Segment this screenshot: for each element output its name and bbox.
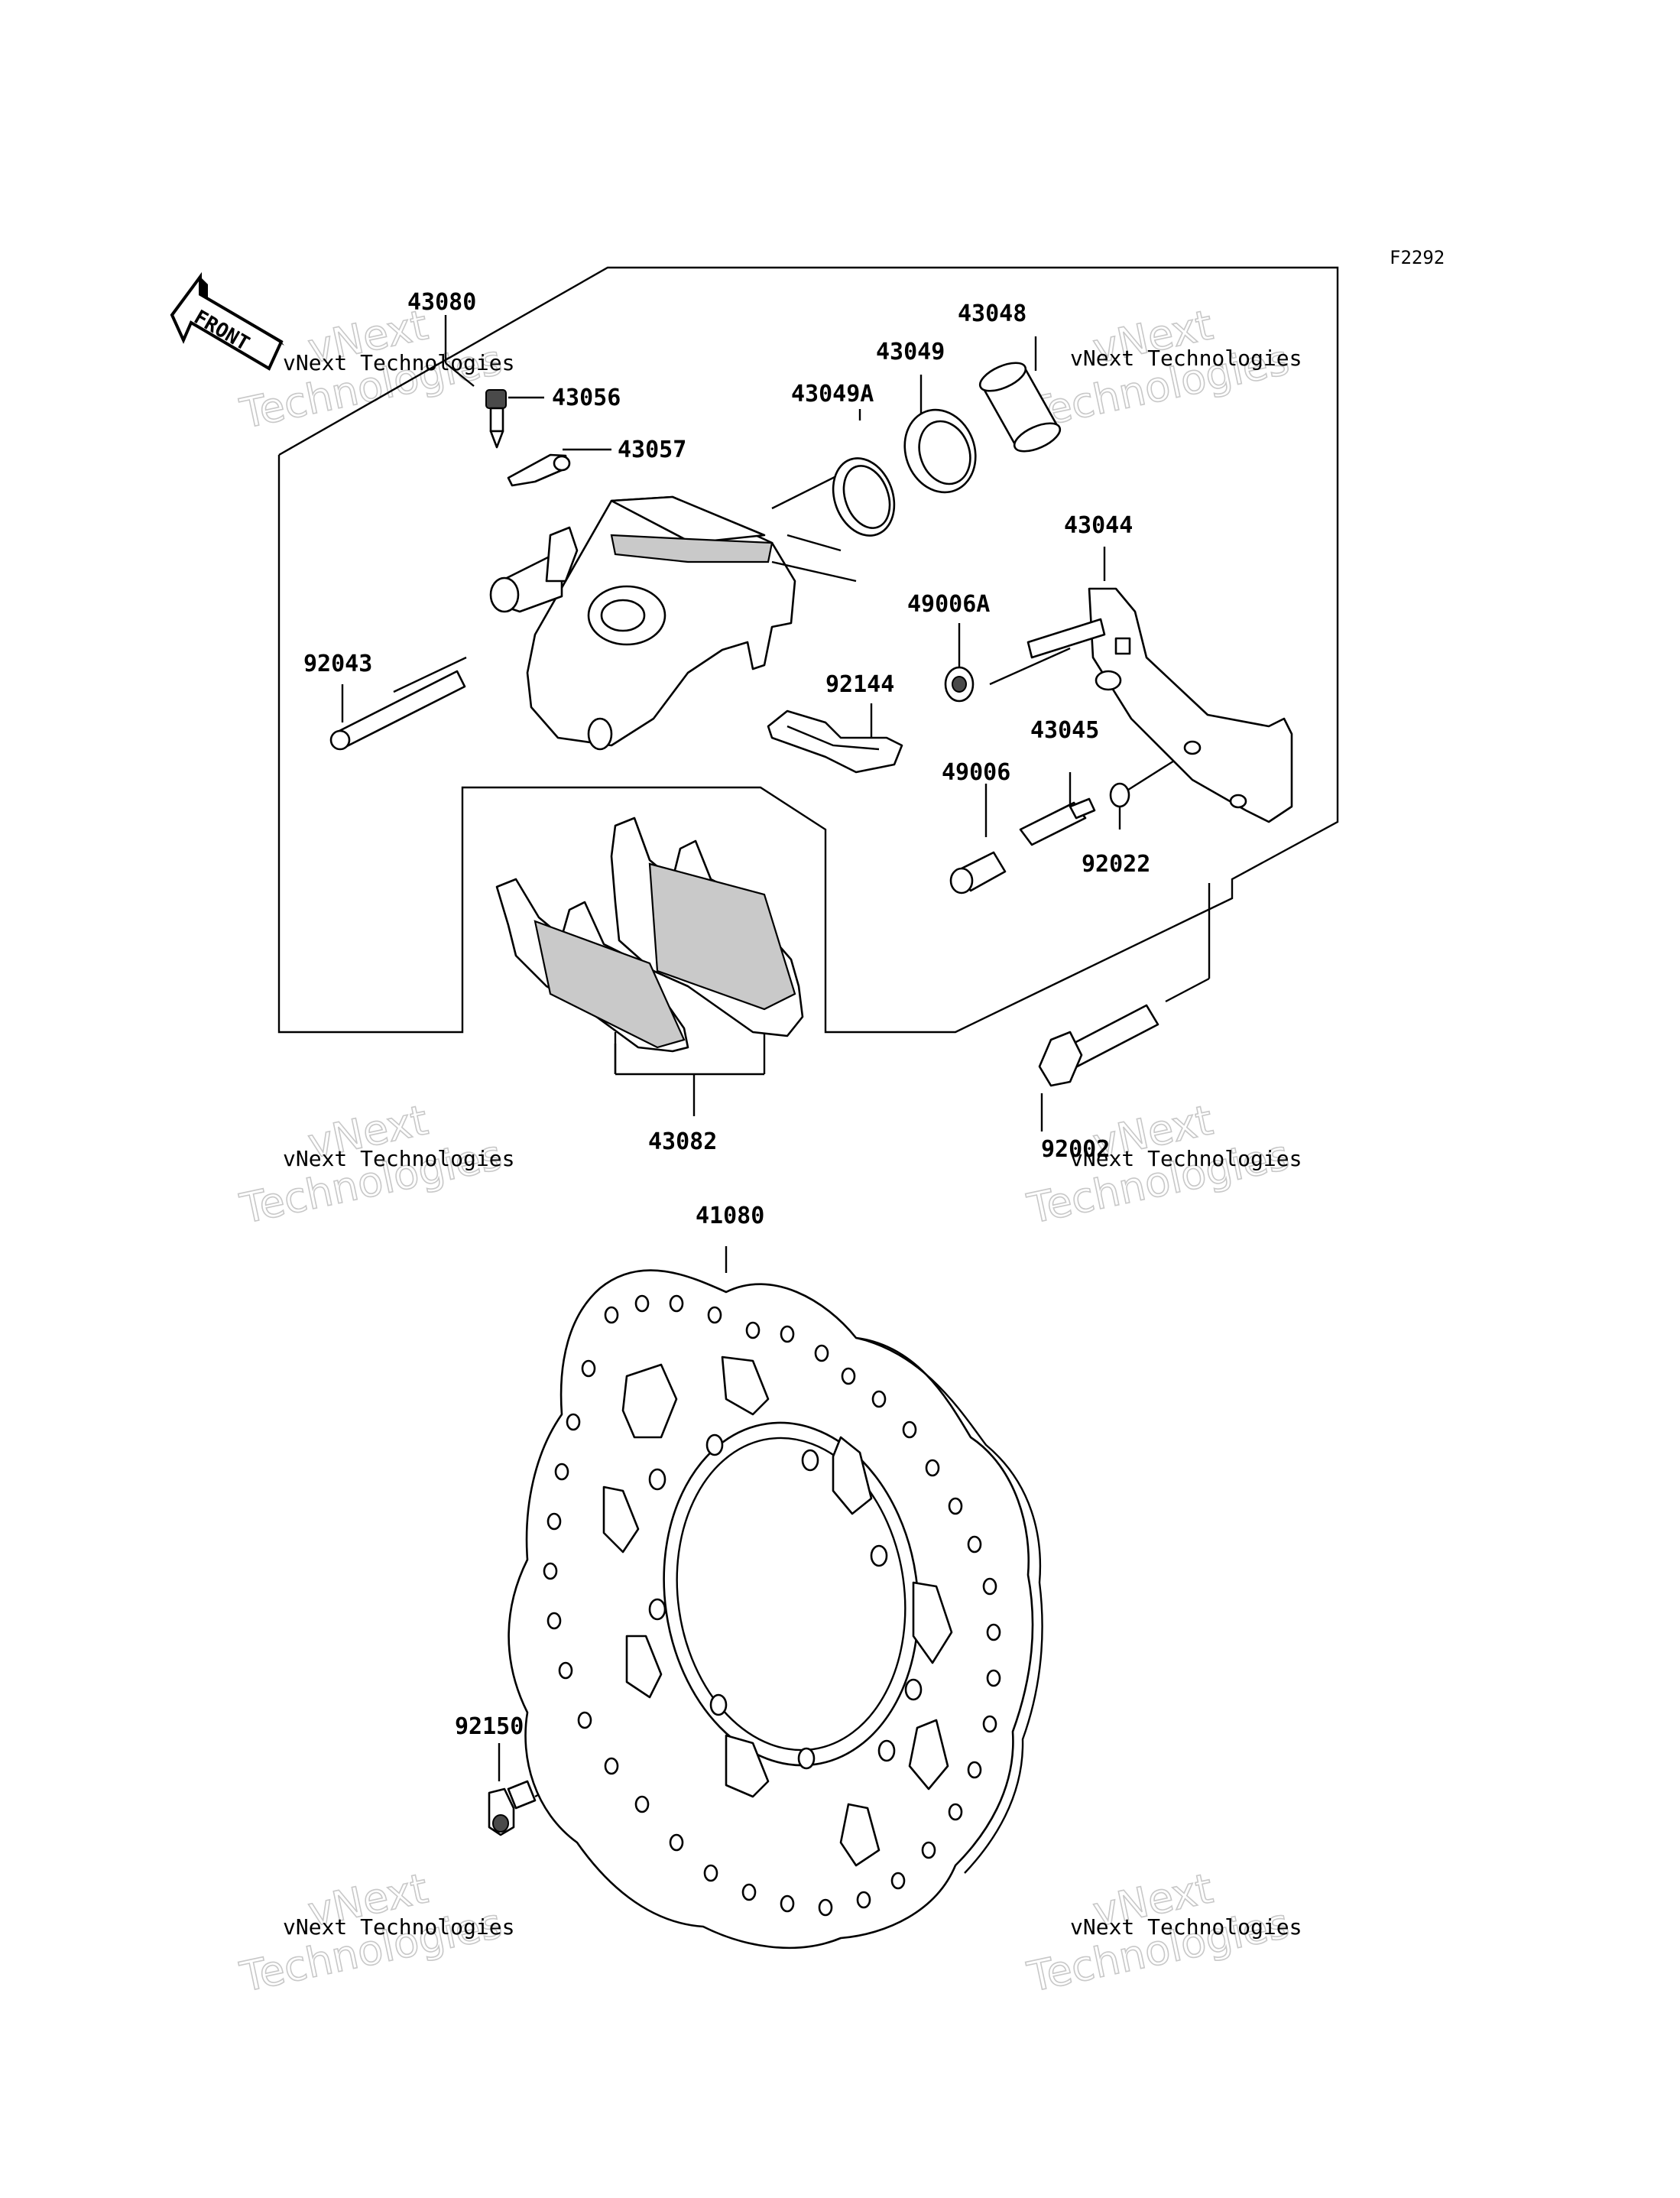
label-43049A: 43049A <box>791 381 874 407</box>
svg-text:vNext Technologies: vNext Technologies <box>283 1146 514 1171</box>
pad-spring-icon <box>767 709 903 774</box>
piston-icon <box>978 362 1062 453</box>
watermark-bottom-right: vNext Technologies vNext Technologies <box>1023 1863 1302 2002</box>
svg-text:vNext Technologies: vNext Technologies <box>1070 346 1302 371</box>
circlip-icon <box>1109 782 1130 808</box>
svg-text:vNext Technologies: vNext Technologies <box>1070 1914 1302 1940</box>
label-41080: 41080 <box>696 1203 764 1229</box>
label-92002: 92002 <box>1041 1136 1110 1163</box>
bolt-92002-icon <box>1038 1004 1159 1087</box>
caliper-pin-icon <box>329 670 466 751</box>
bleed-valve-icon <box>485 389 507 449</box>
label-92022: 92022 <box>1082 851 1150 878</box>
watermark-top-right: vNext Technologies vNext Technologies <box>1023 300 1302 438</box>
front-arrow-icon: FRONT <box>170 271 284 371</box>
label-92043: 92043 <box>303 651 372 677</box>
piston-seal-43049A-icon <box>832 457 896 537</box>
boot-49006-icon <box>949 851 1007 894</box>
label-49006: 49006 <box>942 759 1010 786</box>
boot-49006A-icon <box>944 666 975 703</box>
label-43048: 43048 <box>958 300 1026 327</box>
brake-disc-icon <box>508 1269 1043 1950</box>
piston-seal-43049-icon <box>903 408 977 494</box>
label-43044: 43044 <box>1064 512 1133 539</box>
bleed-valve-cap-icon <box>507 453 571 487</box>
slide-pin-43045-icon <box>1019 797 1096 846</box>
label-43057: 43057 <box>618 437 686 463</box>
label-43045: 43045 <box>1030 717 1099 744</box>
svg-text:vNext Technologies: vNext Technologies <box>283 1914 514 1940</box>
watermark-top-left: vNext Technologies vNext Technologies <box>235 300 515 438</box>
label-92144: 92144 <box>825 671 894 698</box>
label-43080: 43080 <box>407 289 476 316</box>
watermark-bottom-left: vNext Technologies vNext Technologies <box>235 1863 515 2002</box>
brake-pad-front-icon <box>495 878 689 1053</box>
brake-pad-rear-icon <box>610 817 804 1037</box>
disc-bolt-icon <box>488 1780 537 1836</box>
watermark-mid-right: vNext Technologies vNext Technologies <box>1023 1095 1302 1233</box>
caliper-bracket-icon <box>1026 587 1293 823</box>
watermark-mid-left: vNext Technologies vNext Technologies <box>235 1095 515 1233</box>
diagram-code: F2292 <box>1390 247 1445 268</box>
label-43056: 43056 <box>552 385 621 411</box>
label-92150: 92150 <box>455 1713 524 1740</box>
caliper-body <box>489 495 857 751</box>
label-43049: 43049 <box>876 339 945 365</box>
label-49006A: 49006A <box>907 591 990 618</box>
svg-text:vNext Technologies: vNext Technologies <box>283 350 514 375</box>
label-43082: 43082 <box>648 1128 717 1155</box>
svg-text:vNext Technologies: vNext Technologies <box>1070 1146 1302 1171</box>
caliper-group-outline <box>277 266 1339 1034</box>
